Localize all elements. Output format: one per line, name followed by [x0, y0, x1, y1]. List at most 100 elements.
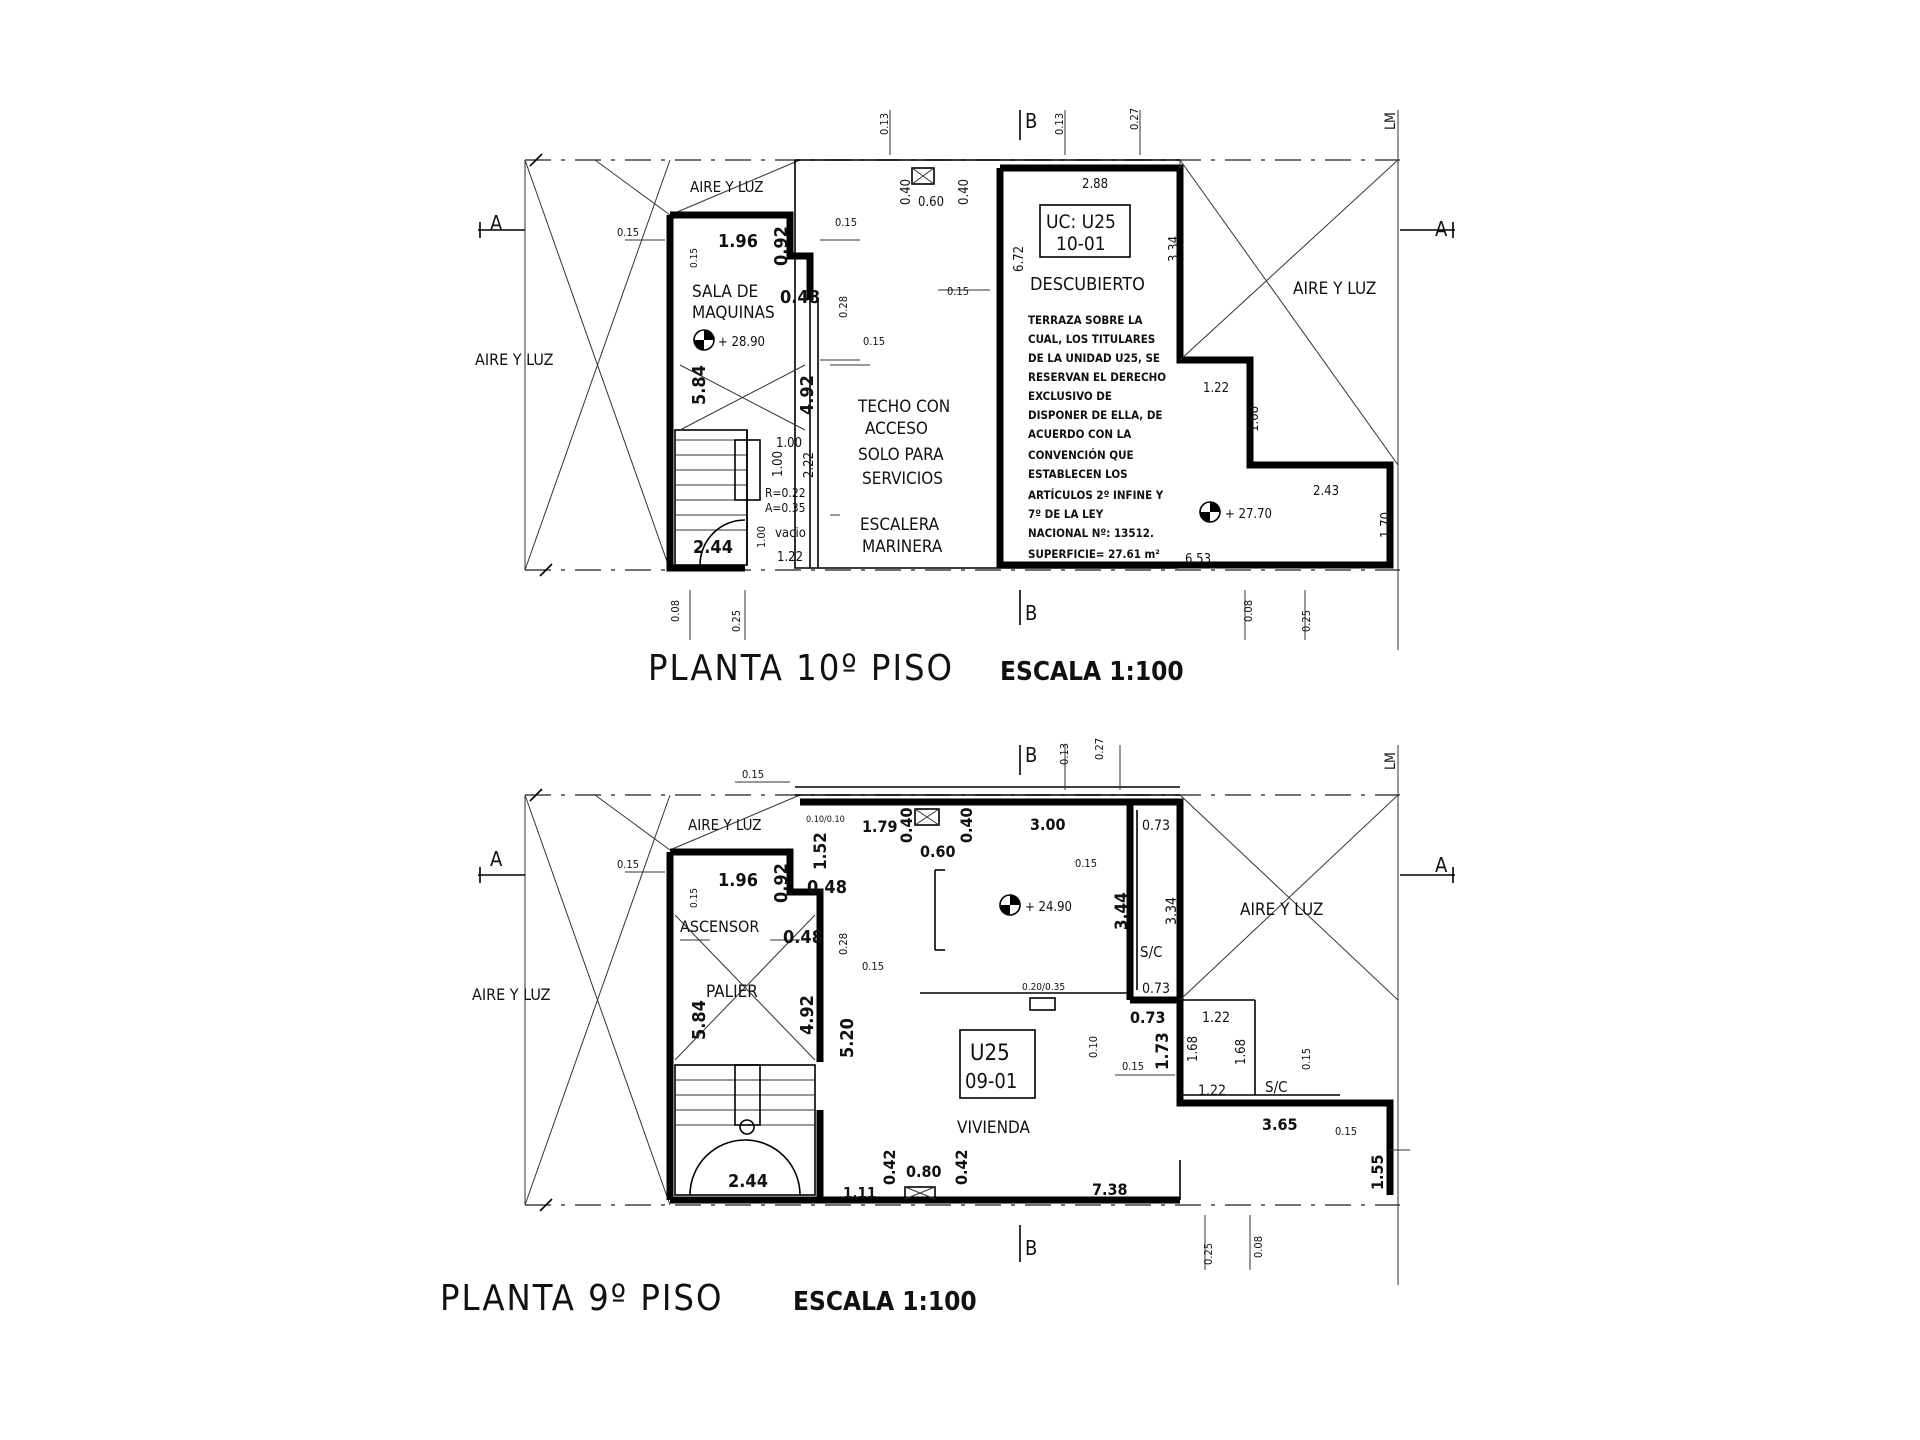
dim: 0.15: [689, 248, 700, 268]
plan10-scale: ESCALA 1:100: [1000, 657, 1184, 687]
dim: 1.96: [718, 231, 758, 252]
dim: 0.27: [1093, 738, 1106, 760]
plan10-techo-label-3: SOLO PARA: [858, 445, 944, 465]
dim: 0.15: [835, 216, 857, 229]
dim: 0.40: [957, 807, 976, 843]
plan10-unit-number: 10-01: [1056, 233, 1106, 255]
plan10-section-b-bottom: B: [1025, 601, 1037, 625]
note-line: SUPERFICIE= 27.61 m²: [1028, 547, 1160, 561]
dim: 0.10/0.10: [806, 815, 845, 825]
dim: 7.38: [1092, 1180, 1128, 1199]
plan10-title: PLANTA 10º PISO: [648, 648, 954, 689]
plan9-scale: ESCALA 1:100: [793, 1287, 977, 1317]
dim: 0.13: [1053, 113, 1066, 135]
plan10-maquinas-label: MAQUINAS: [692, 303, 775, 323]
dim: 0.25: [1300, 610, 1313, 632]
dim: 0.08: [669, 600, 682, 622]
dim: 1.22: [1203, 381, 1229, 396]
dim: 0.48: [780, 287, 820, 308]
dim: 5.84: [689, 365, 710, 405]
note-line: NACIONAL Nº: 13512.: [1028, 526, 1154, 540]
dim: 0.15: [863, 335, 885, 348]
dim: 0.60: [920, 842, 956, 861]
dim: 1.00: [771, 451, 786, 477]
dim: 1.68: [1234, 1039, 1249, 1065]
plan10-stair-riser: R=0.22: [765, 486, 806, 500]
dim: 3.34: [1167, 236, 1182, 262]
plan9-section-a-left: A: [490, 847, 503, 871]
dim: 0.08: [1252, 1236, 1265, 1258]
dim: 0.60: [918, 195, 944, 210]
plan9-aire-luz-left: AIRE Y LUZ: [472, 985, 551, 1004]
plan10-section-a-right: A: [1435, 217, 1448, 241]
plan9-unit-number: 09-01: [965, 1069, 1017, 1093]
plan9-palier-label: PALIER: [706, 982, 758, 1002]
plan10-techo-label-1: TECHO CON: [857, 397, 950, 417]
dim: 1.79: [862, 817, 898, 836]
plan10-aire-luz-left: AIRE Y LUZ: [475, 350, 554, 369]
dim: 0.42: [880, 1149, 899, 1185]
dim: 0.15: [617, 226, 639, 239]
plan9-section-b-top: B: [1025, 743, 1037, 767]
dim: 0.25: [1202, 1243, 1215, 1265]
dim: 5.84: [689, 1000, 710, 1040]
plan-10th-floor: PLANTA 10º PISO ESCALA 1:100 SALA DE MAQ…: [475, 108, 1455, 689]
dim: 2.44: [693, 537, 733, 558]
dim: 0.73: [1142, 818, 1170, 834]
dim: 0.20/0.35: [1022, 982, 1065, 993]
dim: 0.92: [771, 226, 792, 266]
note-line: ACUERDO CON LA: [1028, 427, 1131, 441]
dim: 1.73: [1153, 1032, 1173, 1070]
dim: 0.13: [878, 113, 891, 135]
plan9-section-a-right: A: [1435, 853, 1448, 877]
note-line: DISPONER DE ELLA, DE: [1028, 408, 1163, 422]
dim: 0.73: [1142, 981, 1170, 997]
note-line: RESERVAN EL DERECHO: [1028, 370, 1166, 384]
dim: 0.15: [947, 285, 969, 298]
dim: 4.92: [797, 995, 818, 1035]
dim: 1.11: [843, 1184, 876, 1202]
dim: 1.68: [1186, 1036, 1201, 1062]
dim: 6.72: [1012, 246, 1027, 272]
note-line: ARTÍCULOS 2º INFINE Y: [1028, 487, 1164, 502]
dim: 1.00: [755, 526, 768, 548]
note-line: CUAL, LOS TITULARES: [1028, 332, 1155, 346]
plan9-section-b-bottom: B: [1025, 1236, 1037, 1260]
dim: 3.65: [1262, 1115, 1298, 1134]
note-line: DE LA UNIDAD U25, SE: [1028, 351, 1160, 365]
plan10-stair-tread: A=0.35: [765, 501, 805, 515]
dim: 0.28: [837, 296, 850, 318]
plan9-aire-luz-top: AIRE Y LUZ: [688, 816, 762, 834]
dim: 1.22: [1198, 1083, 1226, 1099]
dim: 0.28: [837, 933, 850, 955]
note-line: CONVENCIÓN QUE: [1028, 447, 1134, 462]
dim: 0.15: [1075, 857, 1097, 870]
plan-9th-floor: PLANTA 9º PISO ESCALA 1:100 ASCENSOR PAL…: [440, 738, 1455, 1319]
dim: 6.53: [1185, 552, 1211, 567]
plan10-lm-label: LM: [1383, 112, 1399, 130]
plan9-aire-luz-right: AIRE Y LUZ: [1240, 900, 1323, 920]
plan10-terrace-note: TERRAZA SOBRE LA CUAL, LOS TITULARES DE …: [1028, 313, 1166, 561]
plan10-level-sala: + 28.90: [718, 335, 765, 350]
note-line: EXCLUSIVO DE: [1028, 389, 1112, 403]
dim: 0.15: [1335, 1125, 1357, 1138]
dim: 0.48: [807, 877, 847, 898]
dim: 0.92: [771, 863, 792, 903]
dim: 0.40: [899, 179, 914, 205]
plan10-escalera-label-1: ESCALERA: [860, 515, 940, 535]
plan10-section-a-left: A: [490, 211, 503, 235]
plan10-aire-luz-right: AIRE Y LUZ: [1293, 279, 1376, 299]
dim: 0.08: [1242, 600, 1255, 622]
plan9-lm-label: LM: [1383, 752, 1399, 770]
dim: 4.92: [797, 375, 818, 415]
dim: 1.70: [1379, 512, 1394, 538]
plan9-sc-label-1: S/C: [1140, 943, 1163, 961]
plan10-techo-label-2: ACCESO: [865, 419, 928, 439]
dim: 0.15: [689, 888, 700, 908]
dim: 2.88: [1082, 177, 1108, 192]
plan9-title: PLANTA 9º PISO: [440, 1278, 723, 1319]
plan9-vivienda-label: VIVIENDA: [957, 1118, 1031, 1138]
plan10-unit-code: UC: U25: [1046, 211, 1116, 233]
plan10-level-terraza: + 27.70: [1225, 507, 1272, 522]
